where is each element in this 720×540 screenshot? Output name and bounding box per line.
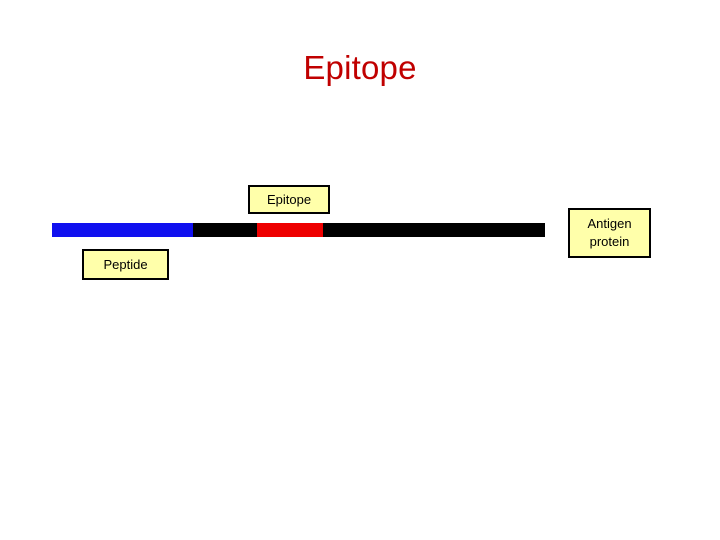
page-title: Epitope <box>303 49 417 86</box>
epitope-callout-label: Epitope <box>248 185 330 214</box>
epitope-segment <box>257 223 323 237</box>
peptide-callout-label: Peptide <box>82 249 169 280</box>
antigen-protein-callout-label: Antigen protein <box>568 208 651 258</box>
peptide-segment <box>52 223 193 237</box>
antigen-protein-backbone <box>52 223 545 237</box>
